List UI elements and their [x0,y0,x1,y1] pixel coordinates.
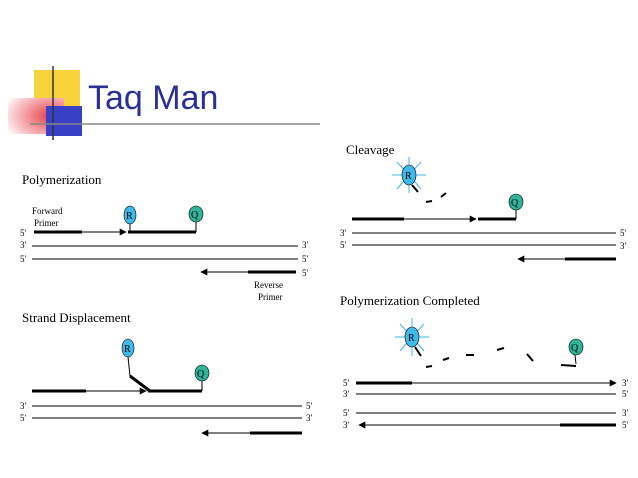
quencher-label: Q [191,210,199,221]
strand-label: 5' [622,389,629,399]
panel-polymerization-completed: Polymerization Completed R Q 5' 3' [340,293,629,430]
probe-fragment [425,200,433,203]
probe-fragment [442,357,450,361]
quencher-label: Q [571,343,579,354]
strand-label: 3' [20,401,27,411]
strand-label: 5' [340,240,347,250]
strand-label: 5' [302,254,309,264]
probe-fragment [496,347,505,351]
slide-title: Taq Man [88,79,218,117]
strand-label: 5' [20,228,27,238]
probe-fragment [560,364,577,367]
displaced-probe [129,374,151,393]
panel-strand-displacement: Strand Displacement R Q 3' 5' 5' 3' [20,310,313,437]
quencher-dye [568,338,584,356]
strand-label: 3' [340,228,347,238]
strand-label: 5' [622,420,629,430]
panel-polymerization: Polymerization Forward Primer 5' 3' 5' 3… [20,172,309,302]
strand-label: 3' [622,408,629,418]
reverse-primer-label-2: Primer [258,292,283,302]
quencher-label: Q [511,198,519,209]
strand-label: 5' [343,408,350,418]
strand-displacement-heading: Strand Displacement [22,310,131,325]
quencher-dye [508,193,524,211]
forward-primer-label-2: Primer [34,218,59,228]
strand-label: 3' [620,241,627,251]
probe-fragment [425,365,433,368]
probe-fragment [411,184,419,193]
reverse-primer-label: Reverse [254,280,283,290]
reporter-dye [404,326,420,348]
strand-label: 5' [306,401,313,411]
probe-fragment [414,346,422,357]
reporter-label: R [126,211,133,222]
title-logo [8,66,320,140]
quencher-dye [194,364,210,382]
polymerization-heading: Polymerization [22,172,102,187]
strand-label: 5' [302,268,309,278]
strand-label: 5' [20,413,27,423]
cleavage-heading: Cleavage [346,142,395,157]
strand-label: 5' [620,228,627,238]
polymerization-completed-heading: Polymerization Completed [340,293,480,308]
reporter-label: R [124,344,131,355]
reporter-dye [123,205,137,225]
strand-label: 5' [343,378,350,388]
probe-fragment [526,353,534,362]
panel-cleavage: Cleavage R Q 3' 5' 5' 3' [340,142,627,263]
strand-label: 3' [622,378,629,388]
strand-label: 3' [343,389,350,399]
quencher-label: Q [197,369,205,380]
reporter-label: R [405,171,412,182]
quencher-dye [188,205,204,223]
strand-label: 3' [20,240,27,250]
strand-label: 3' [302,240,309,250]
forward-primer-label: Forward [32,206,63,216]
probe-fragment [440,192,447,198]
strand-label: 3' [306,413,313,423]
reporter-dye [401,164,417,186]
strand-label: 5' [20,254,27,264]
strand-label: 3' [343,420,350,430]
reporter-label: R [408,333,415,344]
